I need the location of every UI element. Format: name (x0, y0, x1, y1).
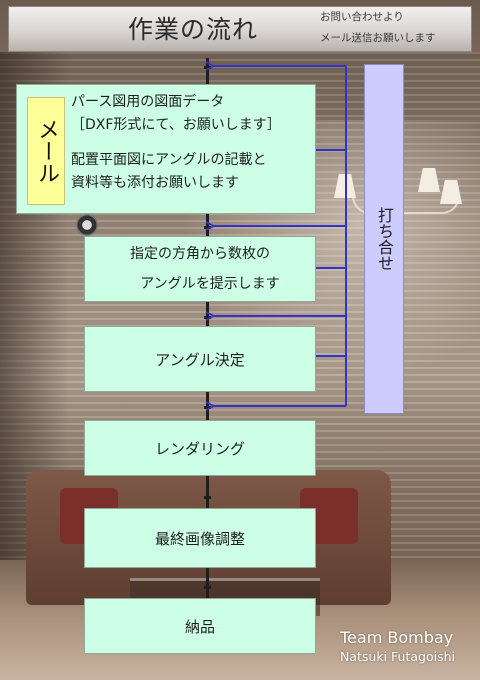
angle-decision-label: アングル決定 (155, 350, 245, 369)
meeting-bar: 打ち合せ (364, 64, 404, 414)
timeline-tick (204, 66, 211, 69)
contact-note: お問い合わせより メール送信お願いします (320, 7, 436, 49)
delivery-label: 納品 (184, 617, 215, 636)
step-delivery: 納品 (84, 598, 316, 654)
step-final-adjustment: 最終画像調整 (84, 508, 316, 568)
meeting-label: 打ち合せ (375, 207, 394, 271)
wall-outlet (76, 214, 98, 236)
mail-line-1: パース図用の図面データ (71, 94, 225, 110)
mail-badge: メール (27, 97, 65, 205)
timeline-tick (204, 406, 211, 409)
final-adjustment-label: 最終画像調整 (154, 529, 245, 548)
angle-proposal-line-1: 指定の方角から数枚の (130, 246, 270, 262)
step-mail: メール パース図用の図面データ ［DXF形式にて、お願いします］ 配置平面図にア… (16, 84, 316, 214)
timeline-tick (204, 496, 211, 499)
contact-line-1: お問い合わせより (320, 11, 404, 23)
title-band (8, 6, 472, 52)
mail-line-4: 資料等も添付お願いします (71, 175, 239, 191)
step-rendering: レンダリング (84, 420, 316, 476)
mail-instructions: パース図用の図面データ ［DXF形式にて、お願いします］ 配置平面図にアングルの… (71, 91, 281, 195)
step-angle-proposal: 指定の方角から数枚の アングルを提示します (84, 236, 316, 302)
credit-name: Natsuki Futagoishi (340, 649, 455, 664)
angle-proposal-line-2: アングルを提示します (140, 276, 280, 292)
credit-team: Team Bombay (340, 628, 454, 647)
timeline-tick (204, 316, 211, 319)
credit: Team Bombay Natsuki Futagoishi (340, 628, 455, 665)
timeline-tick (204, 226, 211, 229)
mail-line-3: 配置平面図にアングルの記載と (71, 152, 267, 168)
page-title: 作業の流れ (128, 15, 259, 44)
timeline-tick (204, 586, 211, 589)
mail-line-2: ［DXF形式にて、お願いします］ (71, 117, 281, 133)
chandelier-shade (440, 180, 462, 204)
mail-line-gap (71, 137, 281, 149)
step-angle-decision: アングル決定 (84, 326, 316, 392)
contact-line-2: メール送信お願いします (320, 32, 436, 44)
rendering-label: レンダリング (154, 439, 245, 458)
chandelier-shade (418, 168, 440, 192)
mail-badge-label: メール (34, 118, 59, 184)
